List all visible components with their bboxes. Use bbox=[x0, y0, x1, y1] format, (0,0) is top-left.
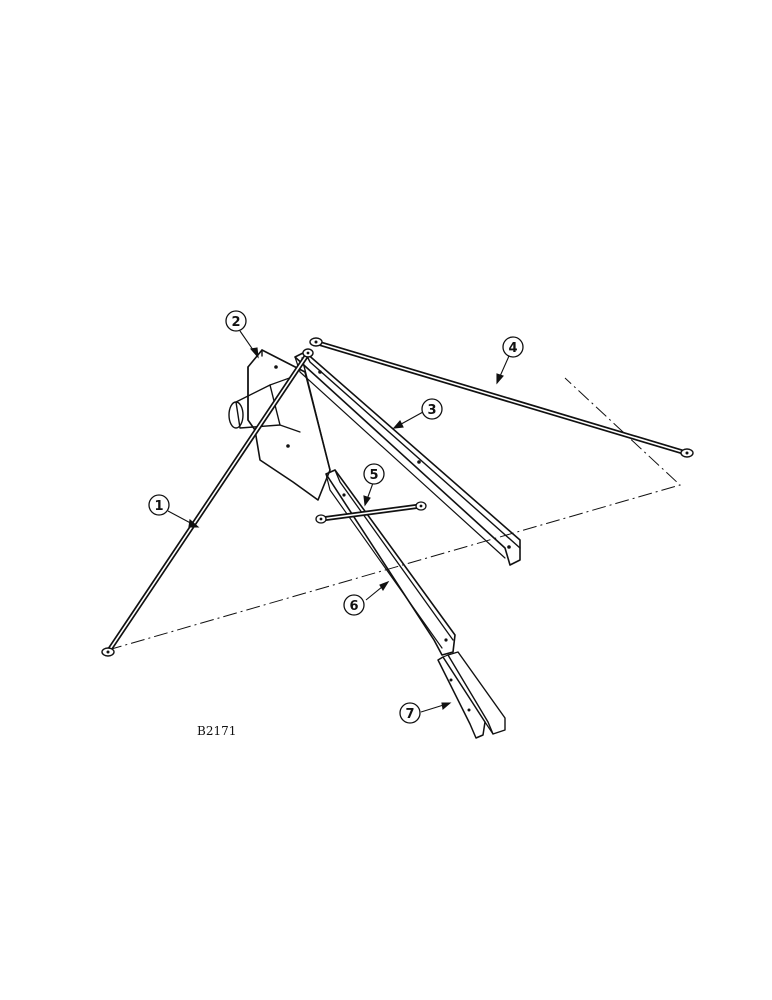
callout-4-label: 4 bbox=[508, 341, 517, 356]
part-3-angle-bar bbox=[294, 351, 521, 566]
part-5-strap bbox=[315, 501, 427, 524]
callout-2-label: 2 bbox=[231, 315, 240, 330]
callout-5: 5 bbox=[363, 463, 385, 485]
callout-7-label: 7 bbox=[405, 707, 414, 722]
part-6-angle-bar bbox=[325, 469, 456, 656]
part-2-gusset-plate bbox=[228, 349, 331, 501]
callout-4: 4 bbox=[502, 336, 524, 358]
part-7-clip-angle bbox=[437, 651, 506, 739]
reference-line bbox=[107, 377, 681, 651]
callout-1-label: 1 bbox=[154, 499, 163, 514]
part-4-brace-rod bbox=[309, 337, 694, 458]
callout-6-label: 6 bbox=[349, 599, 358, 614]
callout-7: 7 bbox=[399, 702, 421, 724]
leader-lines bbox=[167, 330, 510, 713]
callout-6: 6 bbox=[343, 594, 365, 616]
callout-2: 2 bbox=[225, 310, 247, 332]
callout-1: 1 bbox=[148, 494, 170, 516]
figure-id: B2171 bbox=[197, 724, 236, 738]
callout-3-label: 3 bbox=[427, 403, 436, 418]
callout-3: 3 bbox=[421, 398, 443, 420]
callout-5-label: 5 bbox=[369, 468, 378, 483]
part-1-brace-rod bbox=[101, 348, 314, 657]
